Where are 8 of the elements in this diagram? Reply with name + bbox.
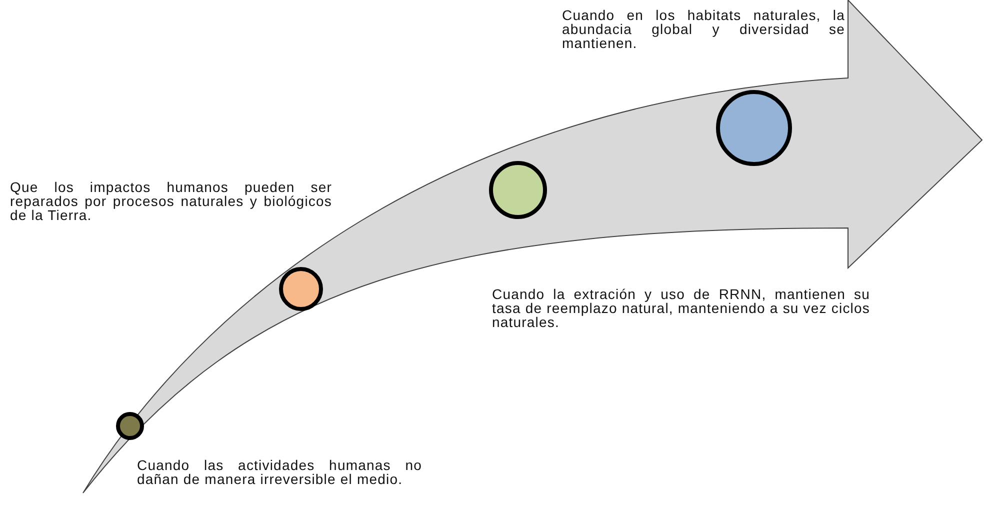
description-text: Cuando las actividades humanas no dañan de manera irreversible el medio. [137,458,422,486]
description-text: Que los impactos humanos pueden ser reparados por procesos naturales y biológicos de la Tierra. [10,180,332,222]
description-text: Cuando en los habitats naturales, la abundacia global y diversidad se mantienen. [562,8,845,50]
description-text: Cuando la extración y uso de RRNN, mantienen su tasa de reemplazo natural, manteniendo a su vez ciclos naturales. [492,287,870,329]
circle-marker [116,412,144,440]
circle-marker [716,90,792,166]
circle-marker [279,267,323,311]
circle-marker [489,161,547,219]
